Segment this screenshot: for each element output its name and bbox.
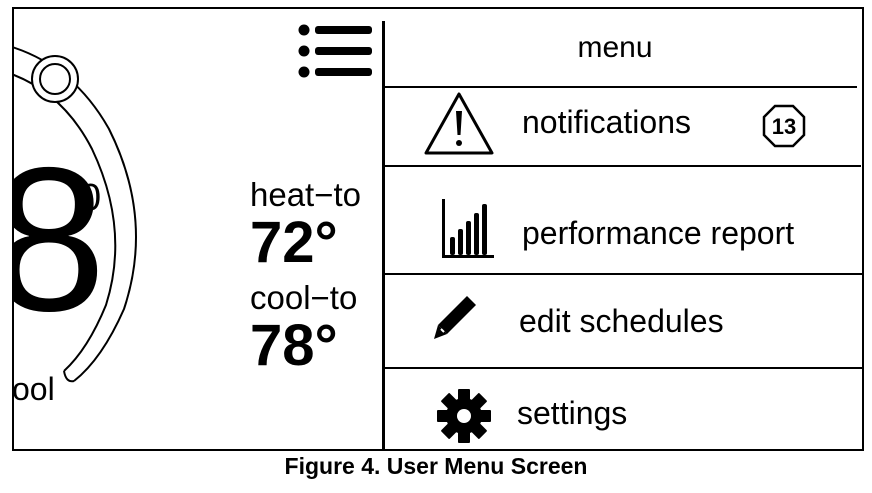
menu-item-performance-report[interactable]: performance report (385, 167, 862, 273)
hamburger-menu-icon[interactable] (296, 23, 374, 81)
menu-separator (385, 86, 857, 88)
menu-item-label: notifications (522, 104, 691, 140)
cool-to-label: cool−to (250, 279, 358, 317)
setpoints: heat−to 72° cool−to 78° (250, 176, 380, 379)
notification-count: 13 (771, 114, 797, 139)
pencil-icon (434, 296, 476, 339)
dial-handle[interactable] (31, 55, 79, 103)
octagon-badge-icon (762, 104, 806, 148)
mode-label: ool (12, 371, 55, 407)
menu-item-label: settings (517, 395, 628, 431)
menu-separator (385, 165, 861, 167)
menu-item-label: performance report (522, 215, 795, 251)
menu-item-label: edit schedules (519, 303, 724, 339)
figure-caption: Figure 4. User Menu Screen (284, 453, 588, 479)
warning-triangle-icon (424, 92, 494, 155)
temperature-dial[interactable] (14, 9, 254, 451)
menu-divider (382, 21, 385, 449)
thermostat-screen: 8 0 ool heat−to 72° cool−to 78° menu not… (12, 7, 864, 451)
cool-to-value[interactable]: 78° (250, 313, 338, 379)
bar-chart-icon (442, 199, 494, 258)
menu-separator (385, 367, 862, 369)
menu-item-notifications[interactable]: notifications 13 (385, 88, 862, 165)
menu-separator (385, 273, 862, 275)
temperature-superscript: 0 (80, 177, 102, 219)
gear-icon (437, 389, 491, 443)
menu-title: menu (577, 31, 653, 64)
user-menu: menu notifications 13 (385, 9, 862, 449)
notification-count-badge: 13 (762, 104, 806, 153)
heat-to-value[interactable]: 72° (250, 210, 338, 276)
menu-item-edit-schedules[interactable]: edit schedules (385, 275, 862, 367)
menu-item-settings[interactable]: settings (385, 369, 862, 449)
heat-to-label: heat−to (250, 176, 362, 213)
current-temperature: 8 (14, 137, 106, 342)
